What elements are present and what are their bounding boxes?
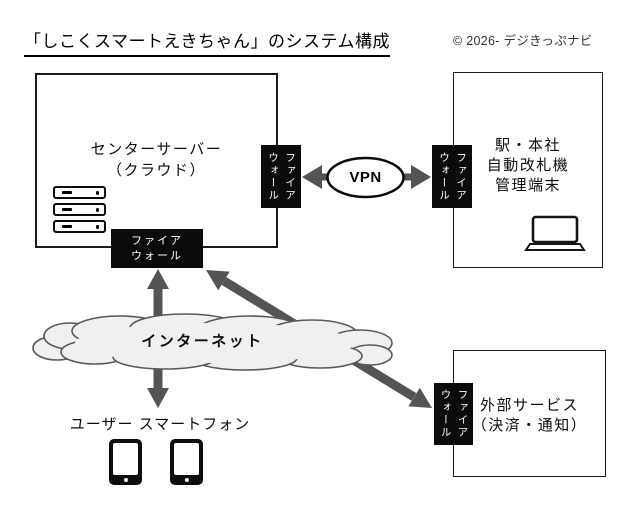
laptop-icon [524,215,586,251]
smartphone-icon [170,439,203,485]
firewall-external-service: ファイアウォール [434,383,473,445]
smartphone-icon [109,439,142,485]
user-smartphone-label: ユーザー スマートフォン [69,416,251,433]
vpn-label: VPN [349,169,382,186]
station-label: 駅・本社 自動改札機 管理端末 [486,137,570,194]
copyright-text: © 2026- デジきっぷナビ [453,34,593,48]
external-service-box: 外部サービス （決済・通知） [453,350,606,477]
server-stack-icon [53,186,107,237]
page-title: 「しこくスマートえきちゃん」のシステム構成 [24,27,390,57]
vpn-ellipse [326,156,405,199]
firewall-station: ファイアウォール [432,145,472,208]
firewall-label: ファイアウォール [439,389,469,439]
firewall-label: ファイアウォール [267,151,296,202]
vpn-link [302,156,431,199]
firewall-center-server-bottom: ファイアウォール [111,229,203,268]
external-service-label: 外部サービス （決済・通知） [471,397,588,434]
center-server-label: センターサーバー （クラウド） [90,141,223,179]
center-server-box: センターサーバー （クラウド） [35,73,278,248]
firewall-center-server: ファイアウォール [261,145,301,208]
firewall-label: ファイアウォール [438,151,467,202]
internet-label: インターネット [141,333,264,350]
firewall-label: ファイアウォール [131,234,183,262]
station-box: 駅・本社 自動改札機 管理端末 [453,72,603,268]
